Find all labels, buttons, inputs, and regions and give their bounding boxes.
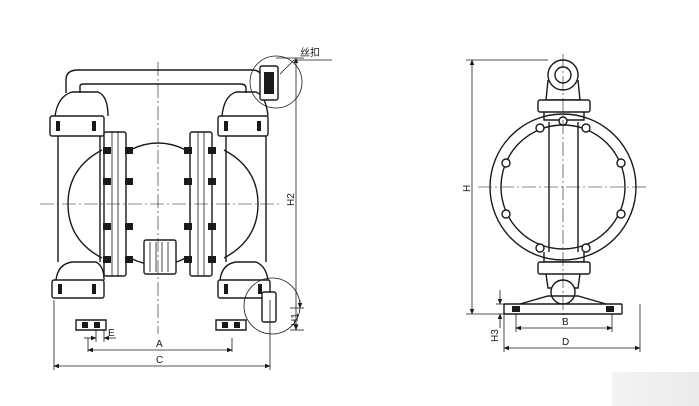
dim-c-label: C	[156, 355, 163, 366]
dim-h3-label: H3	[490, 329, 501, 342]
dim-e-label: E	[108, 328, 115, 339]
dim-h2-label: H2	[286, 193, 297, 206]
front-dimensions	[53, 57, 304, 370]
thread-note-label: 丝扣	[300, 46, 320, 59]
dim-b-label: B	[562, 317, 569, 328]
dim-a-label: A	[156, 339, 163, 350]
dim-h1-label: H1	[290, 313, 301, 326]
dim-h-label: H	[462, 185, 473, 192]
side-dimensions	[466, 59, 641, 352]
dim-d-label: D	[562, 337, 569, 348]
side-view	[478, 54, 648, 320]
front-view	[40, 55, 332, 335]
watermark-area	[612, 372, 699, 406]
